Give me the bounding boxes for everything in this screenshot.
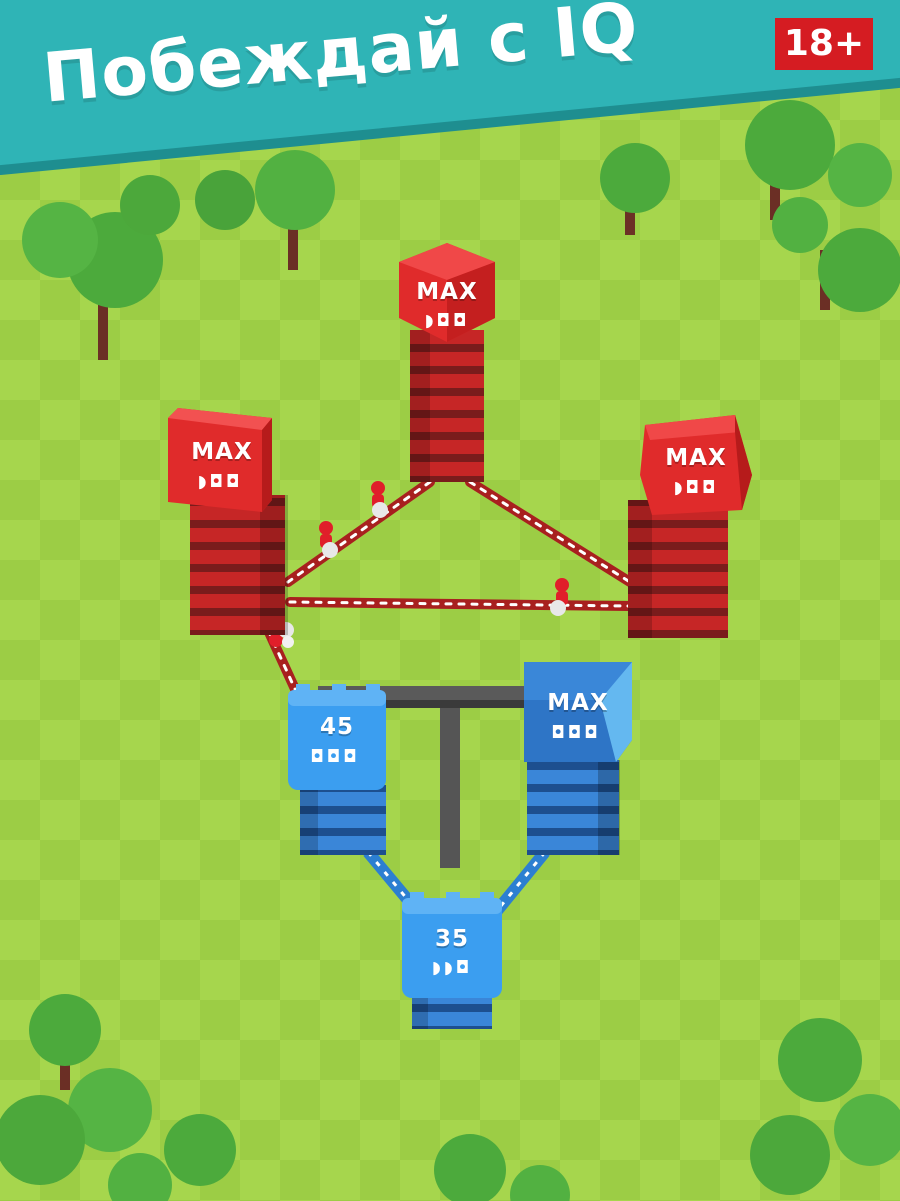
tree-icon [772, 197, 900, 312]
tree-icon [0, 994, 236, 1201]
tower-label-blue-right: MAX [547, 690, 609, 716]
blue-tower-bottom[interactable] [402, 892, 502, 1029]
shield-icon: ◗◘◘ [197, 472, 243, 492]
blue-tower-right[interactable] [524, 662, 632, 855]
red-tower-right[interactable] [628, 415, 752, 638]
tower-label-red-left: MAX [191, 439, 253, 465]
soldier-icon [550, 578, 569, 616]
tower-label-red-top: MAX [416, 279, 478, 305]
shield-icon: ◗◗◘ [431, 958, 473, 978]
blue-tower-left[interactable] [288, 684, 386, 855]
tree-icon [22, 175, 180, 360]
tower-label-red-right: MAX [665, 445, 727, 471]
shield-icon: ◘◘◘ [551, 723, 601, 743]
soldier-icon [371, 481, 388, 518]
tree-icon [600, 143, 670, 235]
shield-icon: ◗◘◘ [424, 311, 470, 331]
tree-icon [750, 1018, 900, 1195]
tree-icon [195, 150, 335, 270]
shield-icon: ◗◘◘ [673, 478, 719, 498]
tree-icon [434, 1134, 570, 1201]
trees [0, 100, 900, 1201]
red-tower-top[interactable] [399, 243, 495, 482]
tree-icon [745, 100, 892, 220]
headline-banner [0, 0, 900, 175]
soldier-icon [319, 521, 338, 558]
red-tower-left[interactable] [168, 408, 288, 635]
age-rating-badge: 18+ [775, 18, 873, 70]
tower-label-blue-bottom: 35 [434, 926, 469, 952]
shield-icon: ◘◘◘ [310, 747, 360, 767]
tower-label-blue-left: 45 [319, 714, 354, 740]
